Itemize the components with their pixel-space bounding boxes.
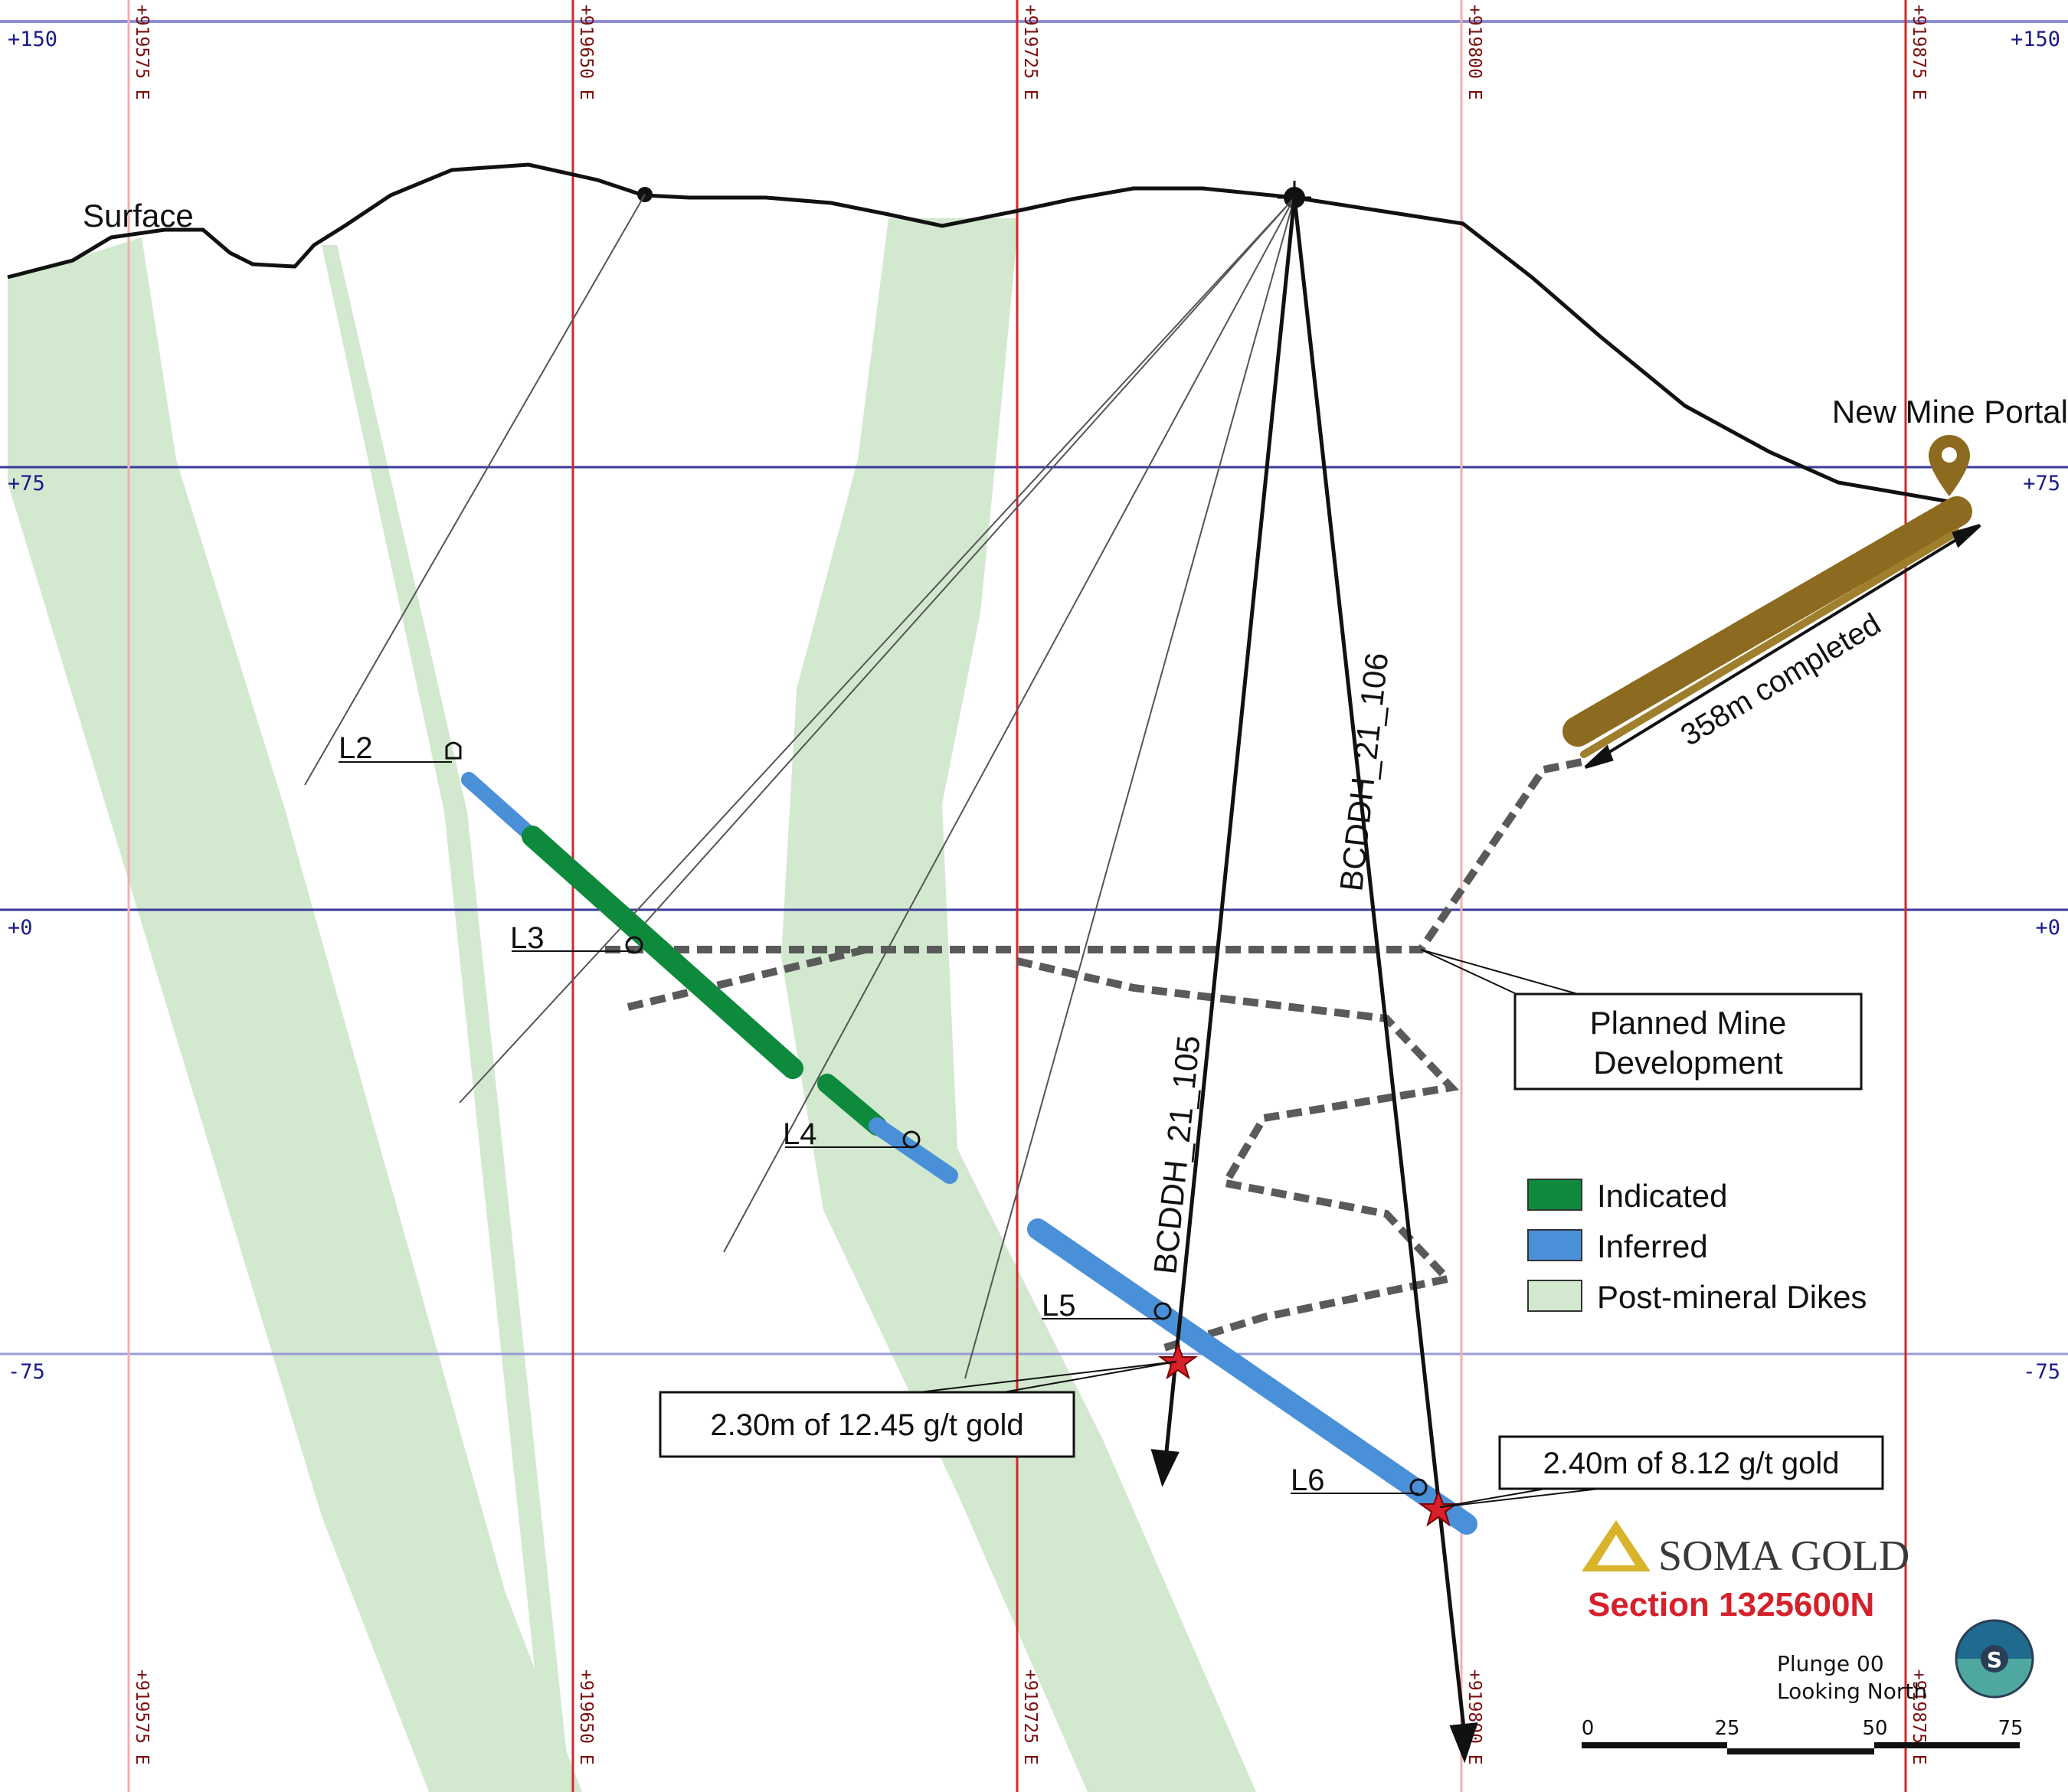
legend-label-dikes: Post-mineral Dikes: [1597, 1279, 1867, 1315]
company-name: SOMA GOLD: [1658, 1532, 1909, 1580]
elevation-label-0-right: +0: [2035, 916, 2060, 940]
planned-development-box: [1513, 992, 1863, 1091]
easting-label-800-top: +919800 E: [1464, 5, 1484, 100]
elevation-label-minus75-right: -75: [2023, 1360, 2060, 1384]
drillhole-105: [1163, 197, 1297, 1460]
ore-zone: [461, 772, 1477, 1535]
indicated-upper: [522, 826, 803, 1079]
surface-line: [7, 162, 1950, 504]
compass-letter: S: [1987, 1647, 2002, 1673]
drillhole-label-106: BCDDH_21_106: [1333, 651, 1395, 893]
level-label-l2: L2: [339, 731, 373, 765]
elevation-label-minus75-left: -75: [8, 1360, 45, 1384]
portal-marker-icon: [1929, 435, 1970, 496]
elevation-label-150-right: +150: [2011, 28, 2060, 51]
surface-label: Surface: [83, 198, 194, 234]
level-label-l4: L4: [783, 1117, 817, 1151]
elevation-label-75-left: +75: [8, 472, 45, 495]
legend-label-inferred: Inferred: [1597, 1228, 1708, 1264]
intercept-star-106: [1418, 1490, 1459, 1527]
legend: Indicated Inferred Post-mineral Dikes: [1527, 1178, 1867, 1315]
legend-label-indicated: Indicated: [1597, 1178, 1727, 1214]
dike-west: [8, 237, 582, 1792]
drillholes: [1150, 197, 1478, 1764]
intercept-box-2: [1498, 1435, 1884, 1490]
intercept-label-2: 2.40m of 8.12 g/t gold: [1543, 1447, 1840, 1480]
plunge-text: Plunge 00: [1777, 1651, 1884, 1676]
portal-label: New Mine Portal: [1832, 394, 2068, 430]
indicated-mid: [817, 1074, 887, 1136]
dikes: [8, 218, 1256, 1792]
easting-label-575-bottom: +919575 E: [132, 1669, 152, 1765]
elevation-grid: [0, 20, 2068, 1355]
dike-central: [781, 218, 1256, 1792]
easting-label-650-top: +919650 E: [576, 5, 596, 100]
soma-gold-logo: SOMA GOLD: [1582, 1520, 1909, 1580]
legend-swatch-indicated: [1527, 1179, 1582, 1211]
legend-swatch-dikes: [1527, 1280, 1582, 1312]
intercept-box-1: [659, 1391, 1075, 1458]
planned-development: [605, 758, 1582, 1352]
elevation-label-75-right: +75: [2023, 472, 2060, 495]
decline-completed: [1562, 496, 1972, 747]
scale-tick-50: 50: [1862, 1717, 1887, 1740]
easting-label-725-top: +919725 E: [1020, 5, 1040, 100]
planned-development-line1: Planned Mine: [1590, 1005, 1787, 1041]
intercept-label-1: 2.30m of 12.45 g/t gold: [710, 1408, 1023, 1442]
drillhole-106: [1292, 197, 1467, 1735]
inferred-lower: [1027, 1218, 1477, 1535]
inferred-l4: [869, 1117, 958, 1184]
easting-label-725-bottom: +919725 E: [1020, 1669, 1040, 1765]
dike-narrow: [322, 245, 571, 1792]
easting-label-575-top: +919575 E: [132, 5, 152, 100]
easting-label-875-bottom: +919875 E: [1909, 1669, 1929, 1765]
intercept-star-105: [1157, 1342, 1199, 1380]
compass-sphere-icon: S: [1955, 1619, 2034, 1699]
looking-text: Looking North: [1777, 1679, 1927, 1704]
level-markers: [339, 741, 1428, 1496]
decline-dimension: [1584, 524, 1981, 769]
scale-bar: 0 25 50 75: [1582, 1717, 2024, 1754]
elevation-label-0-left: +0: [8, 916, 33, 940]
section-title: Section 1325600N: [1588, 1586, 1874, 1624]
legend-swatch-inferred: [1527, 1229, 1582, 1261]
easting-label-650-bottom: +919650 E: [576, 1669, 596, 1765]
level-label-l5: L5: [1042, 1289, 1076, 1323]
inferred-l2: [461, 772, 540, 844]
scale-tick-25: 25: [1714, 1717, 1739, 1740]
level-label-l6: L6: [1291, 1463, 1325, 1497]
scale-tick-0: 0: [1582, 1717, 1595, 1740]
scale-tick-75: 75: [1998, 1717, 2023, 1740]
planned-development-line2: Development: [1593, 1045, 1783, 1081]
easting-label-875-top: +919875 E: [1909, 5, 1929, 100]
level-label-l3: L3: [510, 921, 545, 955]
elevation-label-150-left: +150: [8, 28, 57, 51]
